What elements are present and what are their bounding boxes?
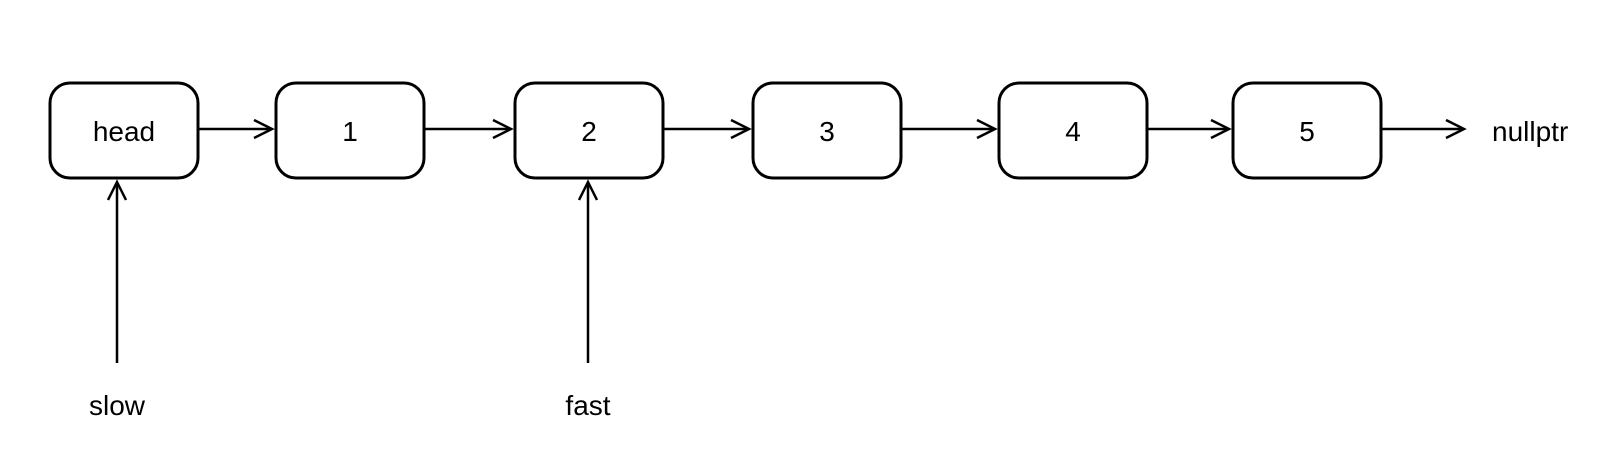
node-label-4: 4 (1065, 116, 1081, 147)
node-box-3 (751, 81, 903, 180)
node-box-1 (274, 81, 426, 180)
node-label-3: 3 (819, 116, 835, 147)
node-box-head (48, 81, 200, 180)
node-box-4 (997, 81, 1149, 180)
node-box-5 (1231, 81, 1383, 180)
node-label-1: 1 (342, 116, 358, 147)
node-label-5: 5 (1299, 116, 1315, 147)
node-label-head: head (93, 116, 155, 147)
slow-pointer-label: slow (89, 390, 146, 421)
fast-pointer-label: fast (565, 390, 610, 421)
node-box-2 (513, 81, 665, 180)
node-label-2: 2 (581, 116, 597, 147)
nullptr-label: nullptr (1492, 116, 1568, 147)
